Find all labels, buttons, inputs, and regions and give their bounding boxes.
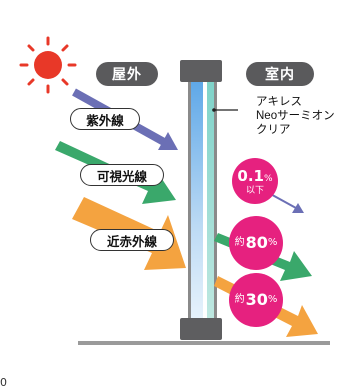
indoor-label: 室内 — [246, 62, 314, 86]
product-label: アキレス Neoサーミオン クリア — [256, 95, 335, 137]
uv-label: 紫外線 — [70, 108, 140, 130]
uv-suffix: 以下 — [245, 186, 264, 196]
visible-label-text: 可視光線 — [96, 168, 147, 184]
outdoor-label-text: 屋外 — [112, 67, 142, 83]
near-ir-unit: % — [267, 294, 278, 305]
uv-transmission-badge: 0.1% 以下 — [232, 158, 278, 204]
uv-unit: % — [264, 174, 273, 184]
floor-line — [78, 341, 330, 345]
near-ir-value: 30 — [245, 290, 268, 309]
near-ir-prefix: 約 — [234, 294, 245, 305]
product-line-1: アキレス — [256, 96, 302, 108]
near-ir-label-text: 近赤外線 — [106, 233, 157, 249]
page-number: 0 — [0, 376, 7, 389]
outdoor-label: 屋外 — [96, 62, 158, 86]
product-line-2: Neoサーミオン — [256, 110, 335, 122]
uv-value: 0.1 — [237, 167, 264, 185]
window-frame-top — [180, 60, 222, 82]
window — [180, 60, 238, 340]
product-line-3: クリア — [256, 124, 291, 136]
uv-label-text: 紫外線 — [86, 112, 124, 128]
sun-icon — [19, 36, 77, 94]
indoor-label-text: 室内 — [265, 67, 295, 83]
near-ir-label: 近赤外線 — [90, 229, 174, 251]
visible-label: 可視光線 — [80, 164, 164, 186]
film-layer — [207, 82, 214, 322]
visible-prefix: 約 — [234, 237, 245, 248]
window-frame-bottom — [180, 318, 222, 340]
visible-unit: % — [267, 237, 278, 248]
glass-pane — [191, 82, 203, 322]
visible-value: 80 — [245, 233, 268, 252]
